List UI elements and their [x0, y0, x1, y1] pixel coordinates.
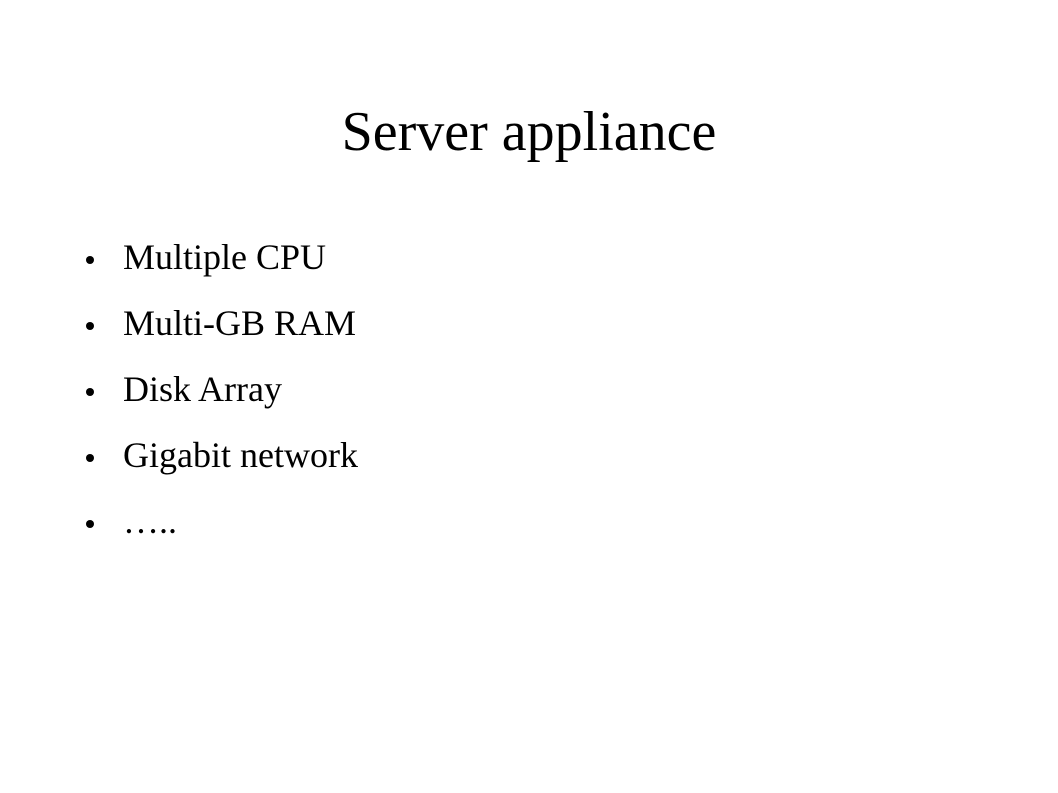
bullet-dot-icon	[86, 322, 94, 330]
bullet-dot-icon	[86, 388, 94, 396]
bullet-list: Multiple CPU Multi-GB RAM Disk Array Gig…	[86, 224, 358, 554]
bullet-item: …..	[86, 488, 358, 554]
bullet-item: Disk Array	[86, 356, 358, 422]
bullet-text: …..	[123, 501, 177, 541]
bullet-item: Multiple CPU	[86, 224, 358, 290]
slide-title: Server appliance	[341, 101, 717, 163]
bullet-dot-icon	[86, 520, 94, 528]
bullet-text: Multiple CPU	[123, 237, 327, 277]
bullet-text: Multi-GB RAM	[123, 303, 357, 343]
bullet-dot-icon	[86, 256, 94, 264]
bullet-dot-icon	[86, 454, 94, 462]
bullet-item: Multi-GB RAM	[86, 290, 358, 356]
bullet-text: Gigabit network	[123, 435, 358, 475]
bullet-text: Disk Array	[123, 369, 282, 409]
bullet-item: Gigabit network	[86, 422, 358, 488]
